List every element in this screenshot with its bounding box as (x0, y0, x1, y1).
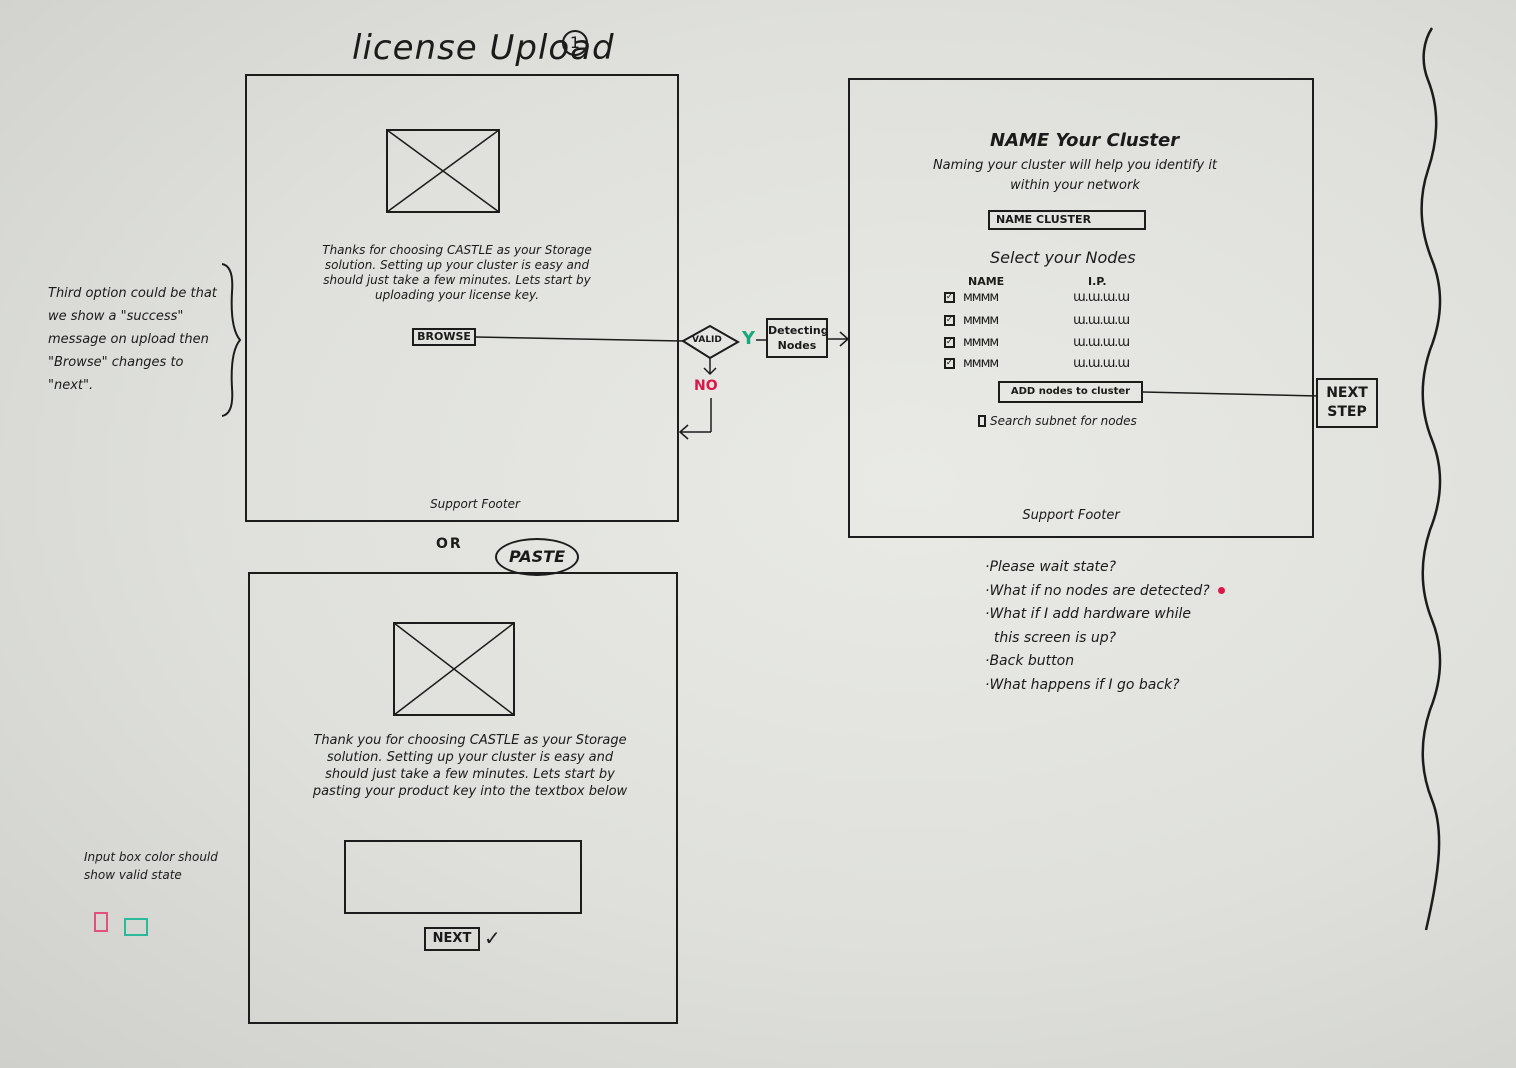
question-item: ·What if no nodes are detected? (985, 580, 1225, 604)
node-ip: ɯ.ɯ.ɯ.ɯ (1073, 290, 1130, 305)
node-name: ᴍᴍᴍᴍ (963, 290, 999, 305)
red-dot-icon (1217, 587, 1225, 594)
input-color-note: Input box color should show valid state (84, 848, 224, 884)
node-row[interactable]: ✓ ᴍᴍᴍᴍ ɯ.ɯ.ɯ.ɯ (944, 335, 1130, 350)
valid-decision: VALID (692, 335, 722, 345)
paste-screen (248, 572, 678, 1024)
next-button[interactable]: NEXT (424, 927, 480, 951)
node-ip: ɯ.ɯ.ɯ.ɯ (1073, 313, 1130, 328)
node-checkbox[interactable]: ✓ (944, 337, 955, 348)
question-item: this screen is up? (985, 629, 1117, 646)
node-name: ᴍᴍᴍᴍ (963, 313, 999, 328)
node-row[interactable]: ✓ ᴍᴍᴍᴍ ɯ.ɯ.ɯ.ɯ (944, 356, 1130, 371)
question-item: ·Please wait state? (985, 559, 1117, 575)
step-marker: 1 (562, 30, 588, 56)
node-ip: ɯ.ɯ.ɯ.ɯ (1073, 335, 1130, 350)
cluster-name-input[interactable]: NAME CLUSTER (988, 210, 1146, 230)
node-ip: ɯ.ɯ.ɯ.ɯ (1073, 356, 1130, 371)
paste-label-text: PASTE (508, 547, 565, 566)
search-subnet-option[interactable]: Search subnet for nodes (978, 414, 1137, 428)
question-text: ·What if no nodes are detected? (985, 582, 1210, 599)
browse-screen (245, 74, 679, 522)
valid-checkmark: ✓ (484, 926, 501, 950)
support-footer: Support Footer (1022, 508, 1120, 523)
support-footer: Support Footer (430, 497, 520, 511)
step-marker-number: 1 (569, 33, 581, 52)
question-item: ·What if I add hardware while (985, 606, 1191, 622)
paste-logo-placeholder-image (392, 621, 516, 717)
question-item: ·What happens if I go back? (985, 676, 1180, 693)
logo-placeholder-image (385, 128, 501, 214)
node-checkbox[interactable]: ✓ (944, 315, 955, 326)
node-checkbox[interactable]: ✓ (944, 358, 955, 369)
side-note-text: Third option could be that we show a "su… (48, 286, 217, 393)
node-row[interactable]: ✓ ᴍᴍᴍᴍ ɯ.ɯ.ɯ.ɯ (944, 313, 1130, 328)
side-note: Third option could be that we show a "su… (48, 282, 228, 397)
node-checkbox[interactable]: ✓ (944, 292, 955, 303)
input-color-note-text: Input box color should show valid state (84, 850, 218, 882)
search-subnet-checkbox[interactable] (978, 415, 986, 427)
or-label: OR (436, 536, 463, 552)
column-ip-header: I.P. (1088, 275, 1107, 288)
paste-label: PASTE (495, 538, 579, 576)
detecting-nodes-box: Detecting Nodes (766, 318, 829, 358)
name-cluster-subtext: Naming your cluster will help you identi… (932, 158, 1218, 193)
node-name: ᴍᴍᴍᴍ (963, 335, 999, 350)
brace (221, 263, 242, 417)
column-name-header: NAME (968, 275, 1005, 288)
valid-color-swatch (124, 918, 148, 936)
next-step-box: NEXT STEP (1316, 378, 1378, 428)
question-item: ·Back button (985, 653, 1075, 669)
nodes-heading: Select your Nodes (990, 248, 1136, 267)
open-questions: ·Please wait state? ·What if no nodes ar… (985, 556, 1225, 697)
node-row[interactable]: ✓ ᴍᴍᴍᴍ ɯ.ɯ.ɯ.ɯ (944, 290, 1130, 305)
add-nodes-button[interactable]: ADD nodes to cluster (998, 381, 1143, 403)
product-key-textbox[interactable] (344, 840, 582, 914)
search-subnet-label: Search subnet for nodes (990, 414, 1137, 428)
browse-intro-text: Thanks for choosing CASTLE as your Stora… (322, 243, 592, 302)
name-cluster-heading: NAME Your Cluster (990, 130, 1180, 151)
yes-label: Y (742, 328, 756, 349)
invalid-color-swatch (94, 912, 108, 932)
browse-button[interactable]: BROWSE (412, 328, 476, 346)
node-name: ᴍᴍᴍᴍ (963, 356, 999, 371)
paste-intro-text: Thank you for choosing CASTLE as your St… (312, 733, 628, 799)
no-label: NO (694, 378, 718, 394)
name-cluster-screen (848, 78, 1314, 538)
